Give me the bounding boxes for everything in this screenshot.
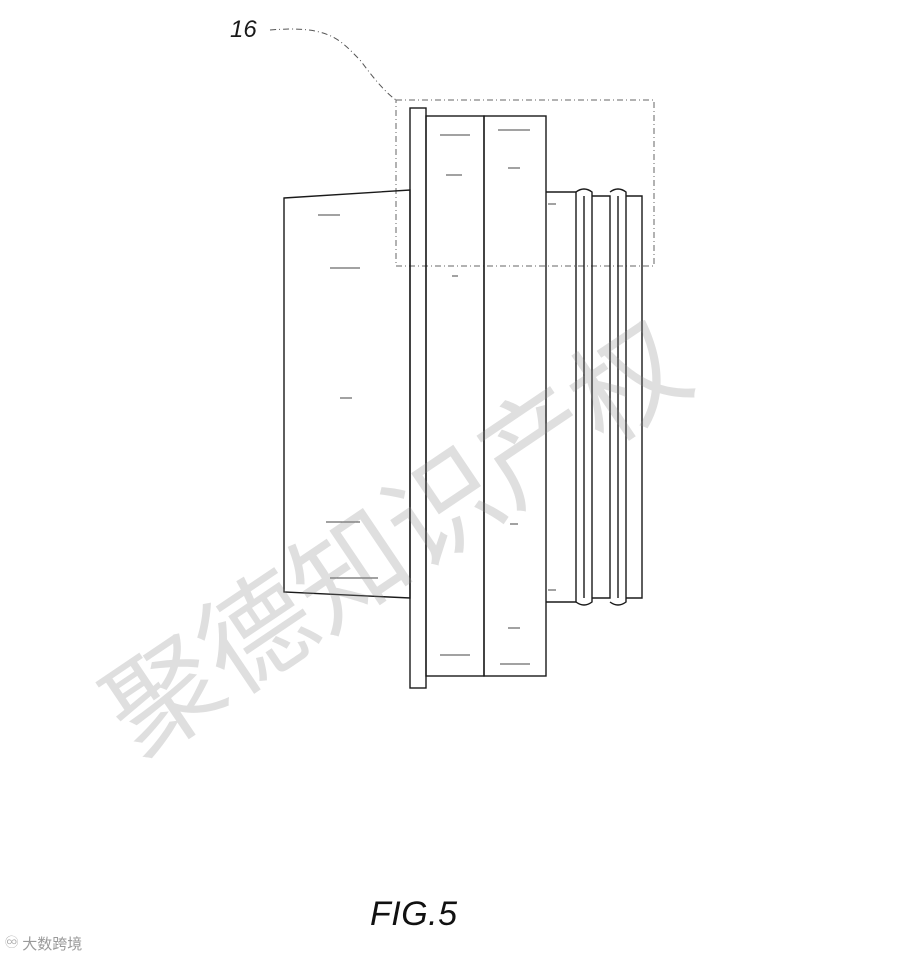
main-section-right <box>483 115 547 677</box>
rib-3 <box>609 188 627 606</box>
reference-numeral-16: 16 <box>230 16 257 43</box>
figure-caption: FIG.5 <box>370 895 458 933</box>
rib-2 <box>592 195 611 599</box>
detail-box-16 <box>395 99 655 267</box>
rib-1 <box>575 188 593 606</box>
watermark-logo-text: 大数跨境 <box>22 934 83 953</box>
reference-leader-line <box>269 28 397 101</box>
watermark-logo: ♾ 大数跨境 <box>4 930 82 956</box>
logo-mark-icon: ♾ <box>4 933 20 953</box>
end-section <box>626 195 643 599</box>
neck-section <box>546 191 577 603</box>
